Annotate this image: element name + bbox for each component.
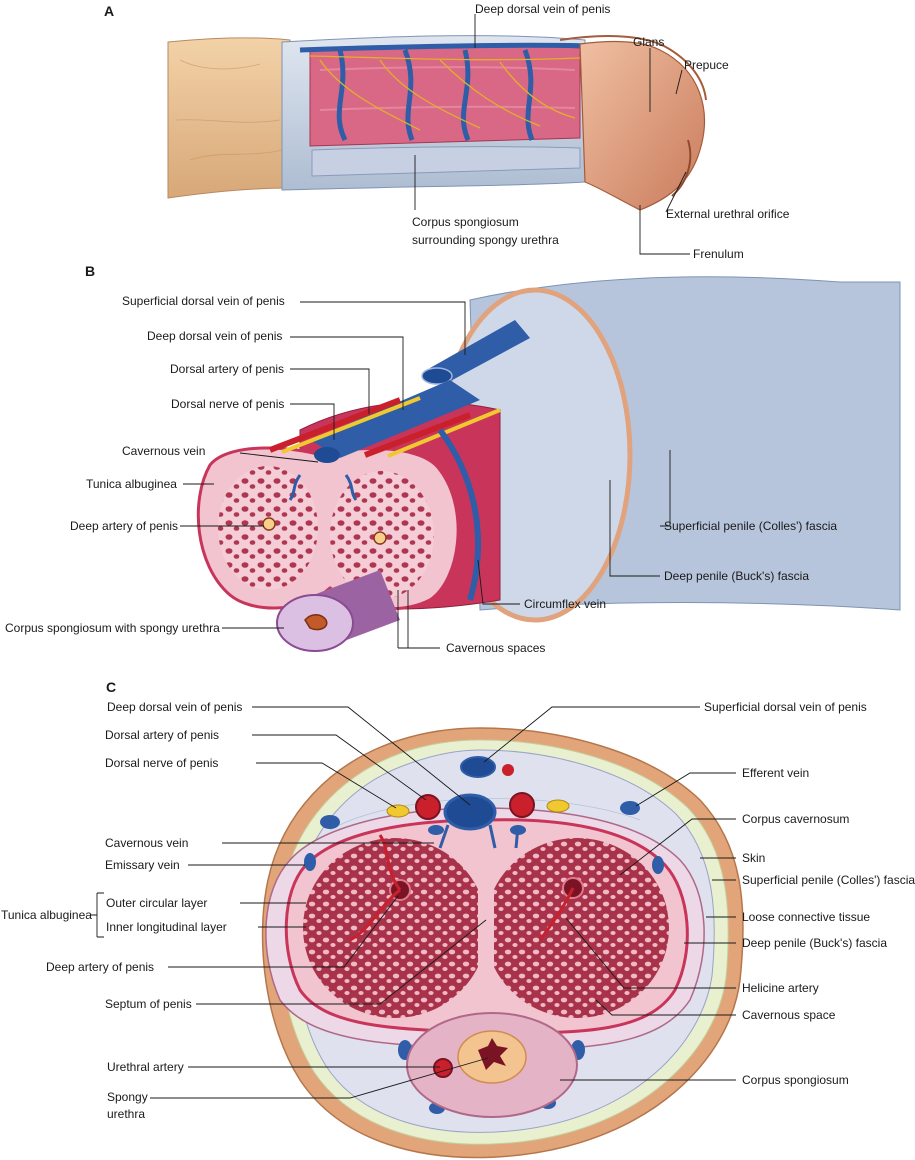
label-c-septum: Septum of penis	[105, 997, 192, 1011]
label-c-cavernous-vein: Cavernous vein	[105, 836, 188, 850]
deep-dorsal-vein-a	[299, 42, 591, 53]
label-c-urethral-artery: Urethral artery	[107, 1060, 184, 1074]
leader-c-spongy-urethra	[150, 1057, 489, 1099]
panel-a-letter: A	[104, 3, 114, 19]
leader-c-helicine-artery	[565, 917, 736, 989]
leader-a-frenulum	[639, 205, 690, 255]
label-c-bucks-fascia: Deep penile (Buck's) fascia	[742, 936, 887, 950]
label-c-tunica-albuginea: Tunica albuginea	[1, 908, 92, 922]
septum-c	[478, 830, 494, 1020]
label-c-superficial-dorsal-vein: Superficial dorsal vein of penis	[704, 700, 867, 714]
deep-artery-right-b	[373, 531, 387, 545]
label-c-loose-connective: Loose connective tissue	[742, 910, 870, 924]
leader-c-septum	[196, 919, 487, 1005]
panel-a: A	[104, 2, 790, 261]
label-b-deep-dorsal-vein: Deep dorsal vein of penis	[147, 329, 282, 343]
label-a-prepuce: Prepuce	[684, 58, 729, 72]
label-b-corpus-spongiosum: Corpus spongiosum with spongy urethra	[5, 621, 220, 635]
helicine-right-c	[538, 887, 575, 941]
label-b-dorsal-artery: Dorsal artery of penis	[170, 362, 284, 376]
panel-b-letter: B	[85, 263, 95, 279]
corpus-spongiosum-b	[276, 570, 400, 652]
leader-b-cavernous-spaces	[397, 590, 440, 649]
leader-c-dorsal-artery	[252, 734, 427, 801]
leader-a-urethral-orifice	[665, 171, 687, 213]
glans	[579, 40, 706, 211]
label-a-external-urethral-orifice: External urethral orifice	[666, 207, 790, 221]
label-b-tunica-albuginea: Tunica albuginea	[86, 477, 177, 491]
label-c-deep-dorsal-vein: Deep dorsal vein of penis	[107, 700, 242, 714]
label-c-spongy-urethra-2: urethra	[107, 1107, 145, 1121]
leader-c-superficial-dorsal-vein	[483, 706, 700, 763]
leader-b-superficial-dorsal-vein	[300, 301, 466, 355]
label-c-spongy-urethra-1: Spongy	[107, 1090, 148, 1104]
leader-a-prepuce	[675, 69, 683, 95]
superficial-dorsal-vein-b	[421, 320, 530, 385]
label-b-cavernous-vein: Cavernous vein	[122, 444, 205, 458]
label-c-outer-circular: Outer circular layer	[106, 896, 207, 910]
label-b-colles-fascia: Superficial penile (Colles') fascia	[664, 519, 837, 533]
panel-b: B	[5, 263, 901, 655]
label-c-dorsal-artery: Dorsal artery of penis	[105, 728, 219, 742]
label-b-circumflex-vein: Circumflex vein	[524, 597, 606, 611]
label-b-dorsal-nerve: Dorsal nerve of penis	[171, 397, 284, 411]
leader-b-deep-dorsal-vein	[290, 336, 404, 410]
leader-c-efferent-vein	[635, 772, 736, 807]
leader-c-deep-artery	[168, 895, 399, 968]
corpus-cavernosum-right-c	[485, 838, 669, 1018]
corpora-cavernosa-a	[309, 44, 581, 147]
dorsal-bundle-c	[386, 756, 570, 849]
label-c-cavernous-space: Cavernous space	[742, 1008, 836, 1022]
circumflex-vein-b	[437, 428, 482, 601]
tunica-albuginea-bracket	[90, 892, 104, 938]
leader-b-cavernous-vein	[239, 452, 319, 463]
label-a-deep-dorsal-vein: Deep dorsal vein of penis	[475, 2, 610, 16]
label-c-corpus-cavernosum: Corpus cavernosum	[742, 812, 849, 826]
panel-c-illustration	[261, 727, 744, 1159]
circumflex-veins-a	[336, 49, 535, 142]
panel-c: C	[1, 679, 915, 1159]
label-a-glans: Glans	[633, 35, 664, 49]
leader-b-dorsal-nerve	[290, 403, 335, 440]
corpus-cavernosum-left-c	[303, 838, 487, 1018]
label-b-deep-artery: Deep artery of penis	[70, 519, 178, 533]
label-c-emissary-vein: Emissary vein	[105, 858, 180, 872]
label-c-efferent-vein: Efferent vein	[742, 766, 809, 780]
leader-c-corpus-cavernosum	[619, 818, 736, 876]
shaft-skin	[167, 37, 291, 199]
panel-b-illustration	[196, 276, 901, 652]
label-c-helicine-artery: Helicine artery	[742, 981, 819, 995]
panel-a-illustration	[167, 35, 707, 211]
label-a-corpus-spongiosum-1: Corpus spongiosum	[412, 215, 519, 229]
nerves-a	[309, 55, 581, 131]
corpus-spongiosum-c	[406, 1012, 578, 1118]
leader-b-bucks-fascia	[609, 480, 660, 577]
label-c-skin: Skin	[742, 851, 765, 865]
label-b-cavernous-spaces: Cavernous spaces	[446, 641, 545, 655]
label-a-frenulum: Frenulum	[693, 247, 744, 261]
leader-b-dorsal-artery	[290, 368, 370, 414]
label-c-dorsal-nerve: Dorsal nerve of penis	[105, 756, 218, 770]
label-c-colles-fascia: Superficial penile (Colles') fascia	[742, 873, 915, 887]
label-c-inner-longitudinal: Inner longitudinal layer	[106, 920, 227, 934]
label-b-superficial-dorsal-vein: Superficial dorsal vein of penis	[122, 294, 285, 308]
leader-c-dorsal-nerve	[256, 762, 397, 809]
label-b-bucks-fascia: Deep penile (Buck's) fascia	[664, 569, 809, 583]
label-a-corpus-spongiosum-2: surrounding spongy urethra	[412, 233, 559, 247]
leader-b-circumflex-vein	[477, 559, 520, 605]
label-c-deep-artery: Deep artery of penis	[46, 960, 154, 974]
leader-b-colles-fascia	[660, 450, 671, 527]
label-c-corpus-spongiosum: Corpus spongiosum	[742, 1073, 849, 1087]
helicine-left-c	[349, 834, 402, 942]
leader-c-cavernous-space	[595, 999, 736, 1016]
panel-c-letter: C	[106, 679, 116, 695]
prepuce	[559, 35, 707, 101]
deep-artery-left-b	[262, 517, 276, 531]
leader-c-deep-dorsal-vein	[252, 706, 471, 806]
corpus-spongiosum-a	[311, 146, 581, 177]
